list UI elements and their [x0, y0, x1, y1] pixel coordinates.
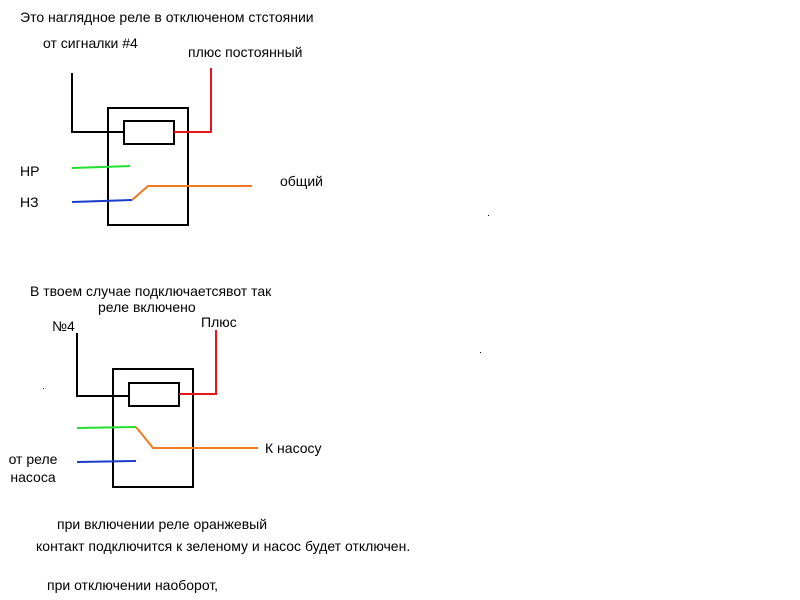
source-label-on: от реле насоса	[3, 450, 63, 486]
output-label-on: К насосу	[265, 440, 322, 456]
relay-on-common-contact	[135, 426, 258, 449]
source-label-line1: от реле	[8, 451, 58, 467]
relay-off-no-wire	[71, 165, 131, 169]
relay-off-plus-wire	[174, 68, 212, 133]
stray-dot	[480, 352, 481, 353]
note-line-2: контакт подключится к зеленому и насос б…	[36, 538, 411, 554]
nc-label: НЗ	[20, 194, 39, 210]
relay-on-diagram	[76, 330, 258, 488]
plus-label-off: плюс постоянный	[188, 44, 303, 60]
caption-on: В твоем случае подключаетсявот так	[30, 283, 272, 299]
stray-dot	[43, 388, 44, 389]
plus-label-on: Плюс	[201, 314, 237, 330]
source-label-line2: насоса	[10, 469, 56, 485]
no-label: НР	[20, 163, 40, 179]
state-label-on: реле включено	[98, 299, 196, 315]
caption-off: Это наглядное реле в отключеном стстояни…	[20, 9, 314, 25]
stray-dot	[488, 215, 489, 216]
note-line-3: при отключении наоборот,	[47, 577, 219, 593]
relay-off-signal-wire	[71, 73, 124, 133]
relay-off-diagram	[71, 68, 252, 226]
relay-on-no-wire	[76, 426, 137, 429]
relay-off-nc-wire	[71, 199, 133, 203]
relay-on-plus-wire	[179, 330, 217, 395]
note-line-1: при включении реле оранжевый	[57, 516, 268, 532]
relay-on-nc-wire	[76, 460, 137, 463]
relay-on-coil	[128, 382, 180, 407]
relay-off-coil	[123, 120, 175, 145]
common-label: общий	[280, 173, 323, 189]
relay-on-signal-wire	[76, 333, 129, 397]
signal-label-off: от сигналки #4	[43, 35, 138, 51]
relay-off-common-contact	[131, 185, 252, 201]
signal-label-on: №4	[52, 318, 75, 334]
